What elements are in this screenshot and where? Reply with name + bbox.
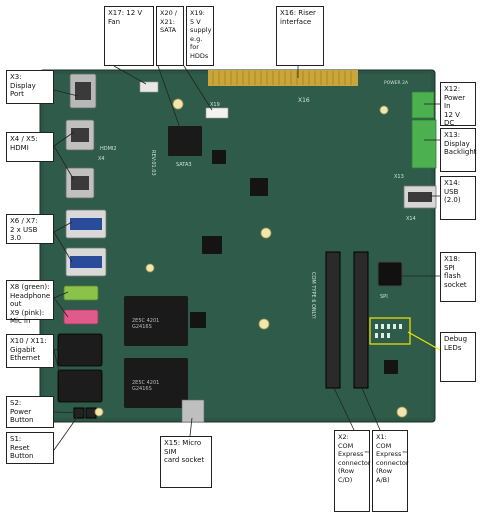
silk-hdmi2: HDMI2 xyxy=(100,146,117,152)
label-x20-x21: X20 / X21: SATA xyxy=(156,6,184,66)
debug-led-box xyxy=(369,317,411,345)
chip-b xyxy=(250,178,268,196)
chip-d xyxy=(212,150,226,164)
chip-a xyxy=(202,236,222,254)
silk-x4: X4 xyxy=(98,156,105,162)
label-x10-x11: X10 / X11: Gigabit Ethernet xyxy=(6,334,54,368)
com-express-x2 xyxy=(325,251,341,389)
silk-x19: X19 xyxy=(210,102,220,108)
debug-leds xyxy=(375,324,402,338)
riser-connector xyxy=(208,70,358,86)
usb2-opening xyxy=(408,192,432,202)
sata-connector xyxy=(168,126,202,156)
backlight-connector xyxy=(411,119,437,169)
silk-x13: X13 xyxy=(394,174,404,180)
leader-lines xyxy=(53,65,440,451)
silk-power: POWER 2A xyxy=(384,80,409,86)
silk-x14: X14 xyxy=(406,216,416,222)
usb3-1-tongue xyxy=(70,218,102,230)
silk-spi: SPI xyxy=(380,294,388,300)
riser-pins xyxy=(212,71,352,85)
fan-connector xyxy=(139,81,159,93)
label-x18: X18: SPI flash socket xyxy=(440,252,476,302)
label-x19: X19: 5 V supply e.g. for HDDs xyxy=(186,6,214,66)
ethernet-jack-2 xyxy=(57,369,103,403)
magnetics-1 xyxy=(124,296,188,346)
label-s1: S1: Reset Button xyxy=(6,432,54,464)
label-debug-leds: Debug LEDs xyxy=(440,332,476,382)
audio-jack-pink xyxy=(63,309,99,325)
chip-e xyxy=(384,360,398,374)
label-x8-x9: X8 (green): Headphone out X9 (pink): Mic… xyxy=(6,280,54,325)
usb3-2-tongue xyxy=(70,256,102,268)
label-s2: S2: Power Button xyxy=(6,396,54,428)
silk-com: COM TYPE 6 ONLY! xyxy=(310,272,316,319)
micro-sim-socket xyxy=(181,399,205,423)
label-x2: X2: COM Express™ connector (Row C/D) xyxy=(334,430,371,512)
silk-x16: X16 xyxy=(298,97,310,104)
label-x17: X17: 12 V Fan xyxy=(104,6,154,66)
silk-sata3: SATA3 xyxy=(176,162,192,168)
hdd-power-connector xyxy=(205,107,229,119)
magnetics-2 xyxy=(124,358,188,408)
power-in-connector xyxy=(411,91,435,119)
com-express-x1 xyxy=(353,251,369,389)
label-x14: X14: USB (2.0) xyxy=(440,176,476,220)
hdmi-2-opening xyxy=(71,176,89,190)
debug-leader-line xyxy=(407,331,441,351)
displayport-opening xyxy=(75,82,91,100)
ethernet-jack-1 xyxy=(57,333,103,367)
hdmi-1-opening xyxy=(71,128,89,142)
label-x12: X12: Power In 12 V DC xyxy=(440,82,476,127)
silk-rev: REV:01.03 xyxy=(150,150,156,176)
chip-c xyxy=(190,312,206,328)
label-x13: X13: Display Backlight xyxy=(440,128,477,172)
label-x6-x7: X6 / X7: 2 x USB 3.0 xyxy=(6,214,54,244)
label-x15: X15: Micro SIM card socket xyxy=(160,436,212,488)
label-x16: X16: Riser interface xyxy=(276,6,324,66)
audio-jack-green xyxy=(63,285,99,301)
label-x3: X3: Display Port xyxy=(6,70,54,104)
mounting-holes xyxy=(94,98,408,418)
label-x4-x5: X4 / X5: HDMI xyxy=(6,132,54,162)
label-x1: X1: COM Express™ connector (Row A/B) xyxy=(372,430,409,512)
spi-socket xyxy=(377,261,403,287)
pcb-shade xyxy=(44,74,431,418)
